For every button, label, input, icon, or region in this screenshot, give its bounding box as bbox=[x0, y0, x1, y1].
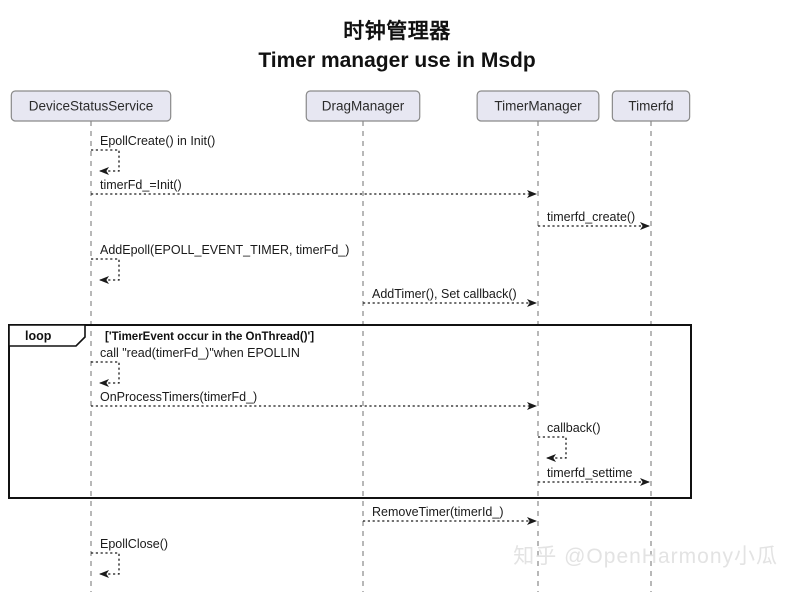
message-label-m10: RemoveTimer(timerId_) bbox=[372, 505, 504, 519]
message-m7[interactable]: OnProcessTimers(timerFd_) bbox=[91, 390, 537, 410]
message-label-m11: EpollClose() bbox=[100, 537, 168, 551]
message-label-m3: timerfd_create() bbox=[547, 210, 635, 224]
message-m5[interactable]: AddTimer(), Set callback() bbox=[363, 287, 537, 307]
message-m10[interactable]: RemoveTimer(timerId_) bbox=[363, 505, 537, 525]
participant-label-timermgr: TimerManager bbox=[494, 99, 582, 114]
message-m9[interactable]: timerfd_settime bbox=[538, 466, 650, 486]
message-label-m8: callback() bbox=[547, 421, 601, 435]
participant-label-device: DeviceStatusService bbox=[29, 99, 154, 114]
participant-label-timerfd: Timerfd bbox=[628, 99, 673, 114]
lifelines-group bbox=[90, 121, 652, 592]
message-m3[interactable]: timerfd_create() bbox=[538, 210, 650, 230]
loop-tag-label: loop bbox=[25, 329, 52, 343]
loop-condition-label: ['TimerEvent occur in the OnThread()'] bbox=[105, 331, 314, 343]
participant-device[interactable]: DeviceStatusService bbox=[10, 90, 172, 122]
messages-group: EpollCreate() in Init() timerFd_=Init()ti… bbox=[91, 134, 650, 578]
message-m1[interactable]: EpollCreate() in Init() bbox=[91, 134, 215, 175]
message-label-m4: AddEpoll(EPOLL_EVENT_TIMER, timerFd_) bbox=[100, 243, 349, 257]
message-arrow-m6 bbox=[91, 361, 120, 387]
message-label-m9: timerfd_settime bbox=[547, 466, 632, 480]
message-m11[interactable]: EpollClose() bbox=[91, 537, 168, 578]
message-arrow-m8 bbox=[538, 436, 567, 462]
message-label-m2: timerFd_=Init() bbox=[100, 178, 182, 192]
participant-timerfd[interactable]: Timerfd bbox=[611, 90, 691, 122]
message-arrow-m1 bbox=[91, 149, 120, 175]
participants-group: DeviceStatusService DragManager TimerManag… bbox=[10, 90, 691, 122]
message-m6[interactable]: call "read(timerFd_)"when EPOLLIN bbox=[91, 346, 300, 387]
message-arrow-m11 bbox=[91, 552, 120, 578]
participant-box-device[interactable] bbox=[10, 90, 172, 122]
participant-box-timermgr[interactable] bbox=[476, 90, 600, 122]
message-m8[interactable]: callback() bbox=[538, 421, 601, 462]
message-label-m1: EpollCreate() in Init() bbox=[100, 134, 215, 148]
participant-drag[interactable]: DragManager bbox=[305, 90, 421, 122]
loop-fragment-box bbox=[8, 324, 692, 499]
message-m4[interactable]: AddEpoll(EPOLL_EVENT_TIMER, timerFd_) bbox=[91, 243, 349, 284]
participant-box-drag[interactable] bbox=[305, 90, 421, 122]
message-arrow-m4 bbox=[91, 258, 120, 284]
participant-box-timerfd[interactable] bbox=[611, 90, 691, 122]
message-label-m7: OnProcessTimers(timerFd_) bbox=[100, 390, 257, 404]
message-m2[interactable]: timerFd_=Init() bbox=[91, 178, 537, 198]
loop-fragment-group: loop ['TimerEvent occur in the OnThread()… bbox=[8, 324, 692, 499]
participant-timermgr[interactable]: TimerManager bbox=[476, 90, 600, 122]
loop-tag-box bbox=[8, 324, 86, 347]
message-label-m5: AddTimer(), Set callback() bbox=[372, 287, 517, 301]
message-label-m6: call "read(timerFd_)"when EPOLLIN bbox=[100, 346, 300, 360]
participant-label-drag: DragManager bbox=[322, 99, 405, 114]
